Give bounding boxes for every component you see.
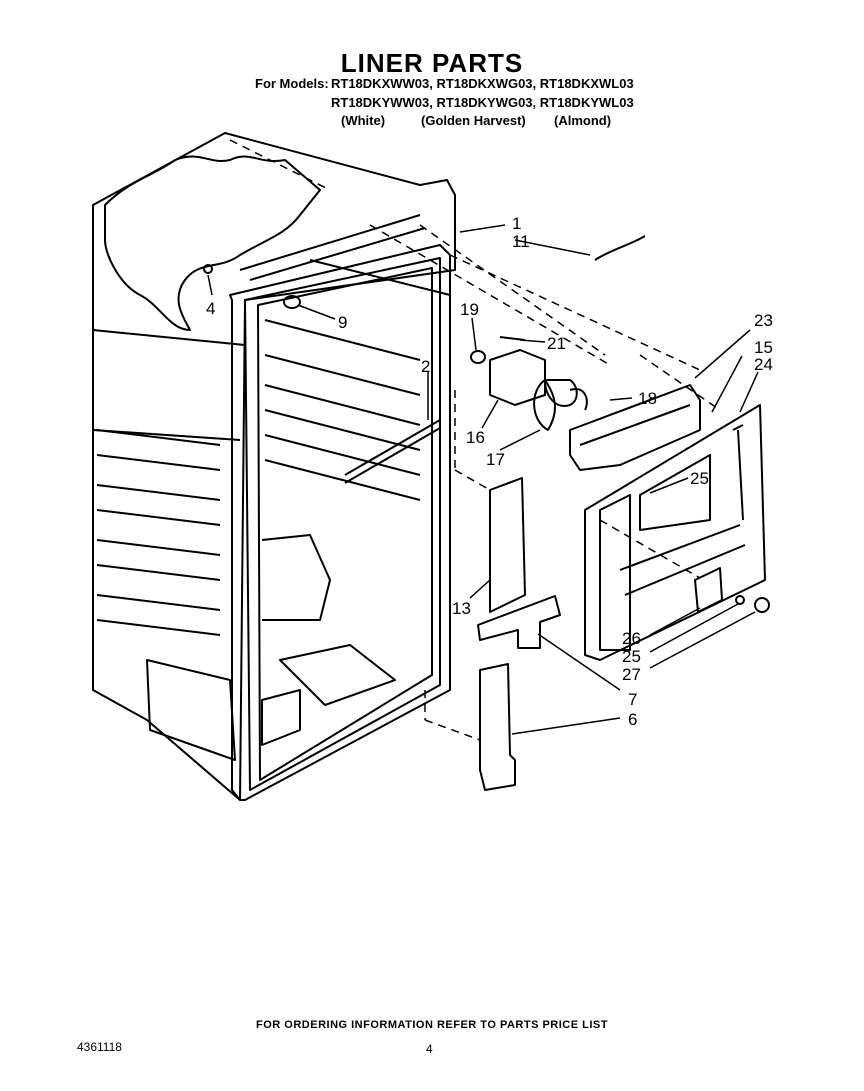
callout-7: 7	[628, 690, 637, 709]
part-17-fan-blade	[533, 379, 588, 431]
callout-1: 1	[512, 214, 521, 233]
callout-9: 9	[338, 313, 347, 332]
ordering-note: FOR ORDERING INFORMATION REFER TO PARTS …	[256, 1019, 608, 1031]
callout-13: 13	[452, 599, 471, 618]
part-16-motor-bracket	[470, 336, 546, 406]
part-7-bracket	[477, 595, 561, 649]
callout-18: 18	[638, 389, 657, 408]
callout-25-upper: 25	[690, 469, 709, 488]
models-prefix: For Models:	[255, 76, 329, 91]
part-27-knob	[754, 597, 770, 613]
part-4-screw	[203, 264, 213, 274]
cabinet-liner	[92, 132, 456, 801]
callout-15: 15	[754, 338, 773, 357]
callout-17: 17	[486, 450, 505, 469]
document-number: 4361118	[77, 1040, 122, 1054]
callout-6: 6	[628, 710, 637, 729]
callout-4: 4	[206, 299, 215, 318]
callout-11: 11	[512, 232, 530, 251]
page-number: 4	[426, 1042, 433, 1056]
callout-27: 27	[622, 665, 641, 684]
part-25-screw-lower	[735, 595, 745, 605]
callout-21: 21	[547, 334, 566, 353]
models-row-1: RT18DKXWW03, RT18DKXWG03, RT18DKXWL03	[331, 76, 634, 91]
callout-26: 26	[622, 629, 641, 648]
callout-25-lower: 25	[622, 647, 641, 666]
callout-16: 16	[466, 428, 485, 447]
color-almond: (Almond)	[554, 113, 612, 128]
page-title: LINER PARTS	[340, 48, 524, 78]
callout-2: 2	[421, 357, 430, 376]
part-13-duct	[489, 477, 526, 613]
part-23-louver	[569, 384, 701, 471]
part-2-rail	[344, 419, 441, 484]
color-white: (White)	[341, 113, 386, 128]
callout-24: 24	[754, 355, 773, 374]
callout-19: 19	[460, 300, 479, 319]
part-26-plate	[694, 567, 723, 613]
part-6-duct	[479, 663, 516, 791]
color-golden-harvest: (Golden Harvest)	[421, 113, 526, 128]
part-9-grommet	[283, 295, 301, 309]
models-row-2: RT18DKYWW03, RT18DKYWG03, RT18DKYWL03	[331, 95, 634, 110]
callout-23: 23	[754, 311, 773, 330]
part-11-wire	[594, 235, 646, 261]
